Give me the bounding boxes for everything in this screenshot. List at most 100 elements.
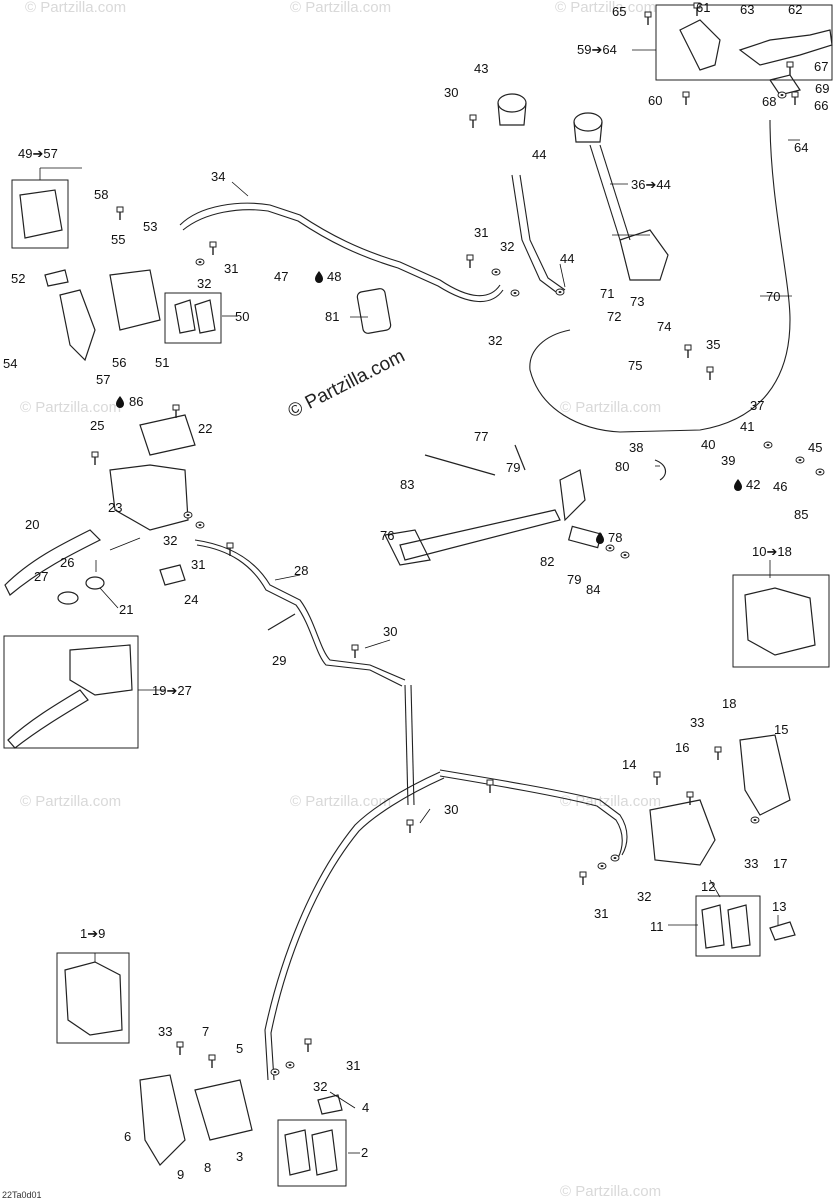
label-3: 3 — [236, 1149, 243, 1164]
reservoir-36 — [573, 121, 603, 143]
watermark-text: © Partzilla.com — [20, 793, 121, 810]
brake-line-left-b — [270, 777, 445, 1081]
boot-27 — [57, 591, 79, 605]
rear-master-cylinder-36 — [619, 229, 669, 281]
label-43: 43 — [474, 61, 488, 76]
label-10-18: 10➔18 — [752, 544, 792, 559]
label-74: 74 — [657, 319, 671, 334]
label-42: 42 — [746, 477, 760, 492]
label-25: 25 — [90, 418, 104, 433]
label-29: 29 — [272, 653, 286, 668]
label-11: 11 — [650, 919, 664, 934]
label-58: 58 — [94, 187, 108, 202]
brake-line-left — [264, 771, 441, 1081]
label-61: 61 — [696, 0, 710, 15]
label-44-lower: 44 — [560, 251, 574, 266]
brake-pedal-assembly — [356, 288, 666, 566]
brake-line-28 — [194, 539, 406, 681]
inset-box-1-9 — [56, 952, 130, 1044]
reservoir-cover-22 — [139, 414, 196, 456]
inset-10-18 — [732, 574, 830, 668]
label-53: 53 — [143, 219, 157, 234]
label-84: 84 — [586, 582, 600, 597]
label-47: 47 — [274, 269, 288, 284]
front-caliper-right — [649, 734, 796, 957]
label-23: 23 — [108, 500, 122, 515]
inset-master-cylinder-icon — [69, 644, 133, 696]
label-52: 52 — [11, 271, 25, 286]
leader-lines — [39, 49, 800, 1154]
oil-drop-icon — [116, 396, 124, 408]
watermark-text: © Partzilla.com — [20, 399, 121, 416]
label-63: 63 — [740, 2, 754, 17]
label-39: 39 — [721, 453, 735, 468]
label-32-c: 32 — [488, 333, 502, 348]
label-46: 46 — [773, 479, 787, 494]
oil-drop-icon — [315, 271, 323, 283]
label-65: 65 — [612, 4, 626, 19]
label-24: 24 — [184, 592, 198, 607]
brake-pad-11a — [701, 904, 725, 949]
label-31-b: 31 — [224, 261, 238, 276]
hose-44b — [519, 174, 566, 291]
brake-line-28b — [196, 544, 403, 687]
rear-caliper-left — [11, 179, 222, 362]
lever-clamp-part — [769, 74, 801, 96]
label-2: 2 — [361, 1145, 368, 1160]
label-82: 82 — [540, 554, 554, 569]
label-31-e: 31 — [346, 1058, 360, 1073]
label-7: 7 — [202, 1024, 209, 1039]
reservoir-cap-36 — [573, 112, 603, 132]
inset-19-27 — [3, 635, 139, 749]
label-57: 57 — [96, 372, 110, 387]
label-27: 27 — [34, 569, 48, 584]
hose-36 — [589, 144, 621, 241]
label-45: 45 — [808, 440, 822, 455]
label-50: 50 — [235, 309, 249, 324]
label-4: 4 — [362, 1100, 369, 1115]
bolt-83 — [424, 454, 496, 476]
label-51: 51 — [155, 355, 169, 370]
rear-brake-lever-group — [655, 4, 833, 106]
hose-44 — [511, 174, 561, 296]
label-28: 28 — [294, 563, 308, 578]
label-76: 76 — [380, 528, 394, 543]
label-33-a: 33 — [690, 715, 704, 730]
oil-drop-icon — [734, 479, 742, 491]
label-32-d: 32 — [163, 533, 177, 548]
label-30-mid: 30 — [383, 624, 397, 639]
pedal-pivot — [559, 469, 586, 522]
label-26: 26 — [60, 555, 74, 570]
label-78: 78 — [608, 530, 622, 545]
label-72: 72 — [607, 309, 621, 324]
label-83: 83 — [400, 477, 414, 492]
label-33-b: 33 — [744, 856, 758, 871]
reservoir-43 — [497, 102, 527, 126]
label-1-9: 1➔9 — [80, 926, 105, 941]
label-21: 21 — [119, 602, 133, 617]
inset-lever-icon — [7, 689, 89, 749]
master-cylinder-body — [109, 464, 189, 531]
clip-80 — [654, 459, 666, 481]
lever-housing-part — [679, 19, 721, 71]
watermark-text: © Partzilla.com — [290, 0, 391, 16]
diagram-code: 22Ta0d01 — [2, 1190, 42, 1200]
clip-13 — [769, 921, 796, 941]
label-79-a: 79 — [506, 460, 520, 475]
label-55: 55 — [111, 232, 125, 247]
label-85: 85 — [794, 507, 808, 522]
clip-4 — [317, 1094, 343, 1115]
label-80: 80 — [615, 459, 629, 474]
label-70: 70 — [766, 289, 780, 304]
brake-line-34b — [182, 209, 504, 303]
clip-52 — [44, 269, 69, 287]
caliper-bracket-57 — [59, 289, 96, 362]
brake-pad-50b — [194, 299, 216, 334]
label-33-c: 33 — [158, 1024, 172, 1039]
brake-line-34 — [179, 202, 501, 297]
watermark-text: © Partzilla.com — [560, 793, 661, 810]
label-77: 77 — [474, 429, 488, 444]
watermark-text: © Partzilla.com — [555, 0, 656, 16]
reservoirs — [497, 93, 669, 281]
